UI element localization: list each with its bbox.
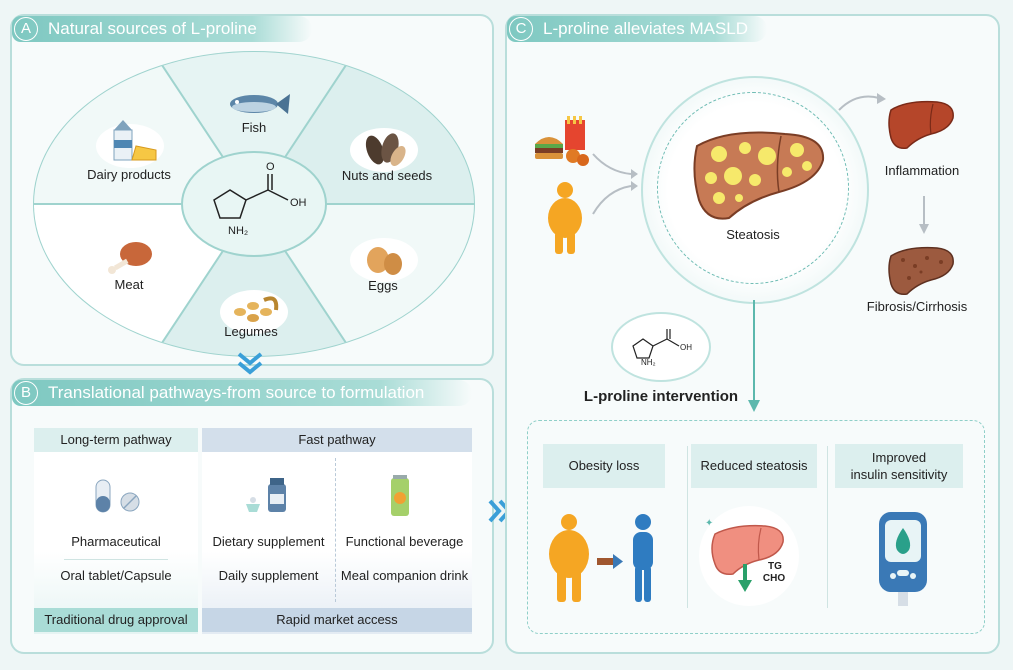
- pharmaceutical-label: Pharmaceutical: [71, 534, 161, 549]
- long-term-footer: Traditional drug approval: [34, 608, 198, 632]
- healthy-liver-icon: ✦: [705, 518, 784, 592]
- source-legumes: Legumes: [224, 324, 278, 339]
- functional-beverage-label: Functional beverage: [345, 534, 464, 549]
- intervention-molecule-disc: [611, 312, 711, 382]
- panel-b-title: Translational pathways-from source to fo…: [48, 383, 425, 402]
- panel-c-title: L-proline alleviates MASLD: [543, 19, 749, 38]
- fibrosis-label: Fibrosis/Cirrhosis: [866, 299, 968, 314]
- outcome-divider-1: [687, 446, 688, 608]
- intervention-label: L-proline intervention: [583, 388, 739, 405]
- intervention-nh2: NH₂: [641, 358, 656, 366]
- intervention-molecule: OH NH₂: [632, 329, 692, 366]
- outcome-divider-2: [827, 446, 828, 608]
- inflammation-label: Inflammation: [884, 163, 960, 178]
- fibrotic-liver-icon: [888, 246, 954, 296]
- dietary-supplement-label: Dietary supplement: [212, 534, 325, 549]
- arrow-down-green: [748, 300, 760, 412]
- outcome-insulin-line1: Improved: [871, 450, 927, 465]
- outcome-obesity-loss: Obesity loss: [543, 444, 665, 488]
- nuts-icon: [365, 133, 406, 166]
- panel-a-header: A Natural sources of L-proline: [12, 16, 312, 42]
- meat-icon: [108, 242, 152, 274]
- supplement-bottle-icon: [246, 478, 286, 512]
- oral-tablet-label: Oral tablet/Capsule: [60, 568, 172, 583]
- sources-wheel: O OH NH₂: [33, 51, 475, 357]
- molecule-nh2: NH₂: [228, 225, 248, 237]
- cho-label: CHO: [762, 573, 786, 584]
- molecule-o: O: [266, 161, 275, 173]
- fast-column: [202, 428, 472, 634]
- glucose-meter-icon: [879, 512, 927, 606]
- arrow-down-gray: [919, 196, 929, 234]
- eggs-icon: [367, 247, 402, 275]
- proline-molecule: [213, 174, 289, 219]
- source-nuts: Nuts and seeds: [341, 168, 433, 183]
- source-meat: Meat: [114, 277, 144, 292]
- dairy-icon: [113, 120, 157, 161]
- molecule-oh: OH: [290, 197, 307, 209]
- tg-label: TG: [768, 561, 782, 572]
- fast-divider: [335, 458, 336, 602]
- chevron-down-icon: [237, 352, 263, 375]
- source-fish: Fish: [241, 120, 267, 135]
- arrow-to-inflammation: [838, 93, 886, 111]
- panel-a-letter: A: [14, 17, 38, 41]
- legumes-icon: [234, 296, 279, 322]
- panel-a-title: Natural sources of L-proline: [48, 19, 257, 38]
- source-eggs: Eggs: [368, 278, 398, 293]
- meal-drink-label: Meal companion drink: [340, 568, 469, 583]
- daily-supplement-label: Daily supplement: [218, 568, 319, 583]
- panel-c-letter: C: [509, 17, 533, 41]
- steatosis-inner-ring: [657, 92, 849, 284]
- outcome-reduced-steatosis: Reduced steatosis: [691, 444, 817, 488]
- weight-loss-icon: [549, 514, 653, 602]
- panel-b: B Translational pathways-from source to …: [10, 378, 494, 654]
- long-term-column: [34, 428, 198, 634]
- inflamed-liver-icon: [888, 100, 954, 150]
- divider: [64, 559, 168, 560]
- fish-icon: [230, 94, 290, 114]
- long-term-header: Long-term pathway: [34, 428, 198, 452]
- fast-header: Fast pathway: [202, 428, 472, 452]
- steatosis-label: Steatosis: [726, 227, 780, 242]
- outcome-insulin-line2: insulin sensitivity: [850, 467, 948, 482]
- obese-person-icon: [548, 182, 582, 254]
- panel-a: A Natural sources of L-proline: [10, 14, 494, 366]
- fast-food-icon: [535, 116, 589, 166]
- svg-text:✦: ✦: [705, 518, 713, 529]
- arrows-to-liver: [592, 153, 638, 215]
- pill-capsule-icon: [95, 479, 140, 513]
- beverage-can-icon: [391, 475, 409, 516]
- panel-c-header: C L-proline alleviates MASLD: [507, 16, 767, 42]
- fast-footer: Rapid market access: [202, 608, 472, 632]
- intervention-oh: OH: [680, 343, 692, 352]
- panel-b-header: B Translational pathways-from source to …: [12, 380, 472, 406]
- panel-c: C L-proline alleviates MASLD S: [505, 14, 1000, 654]
- outcome-insulin-sensitivity: Improved insulin sensitivity: [835, 444, 963, 488]
- fatty-liver-icon: [693, 131, 825, 220]
- source-dairy: Dairy products: [87, 167, 171, 182]
- panel-b-letter: B: [14, 381, 38, 405]
